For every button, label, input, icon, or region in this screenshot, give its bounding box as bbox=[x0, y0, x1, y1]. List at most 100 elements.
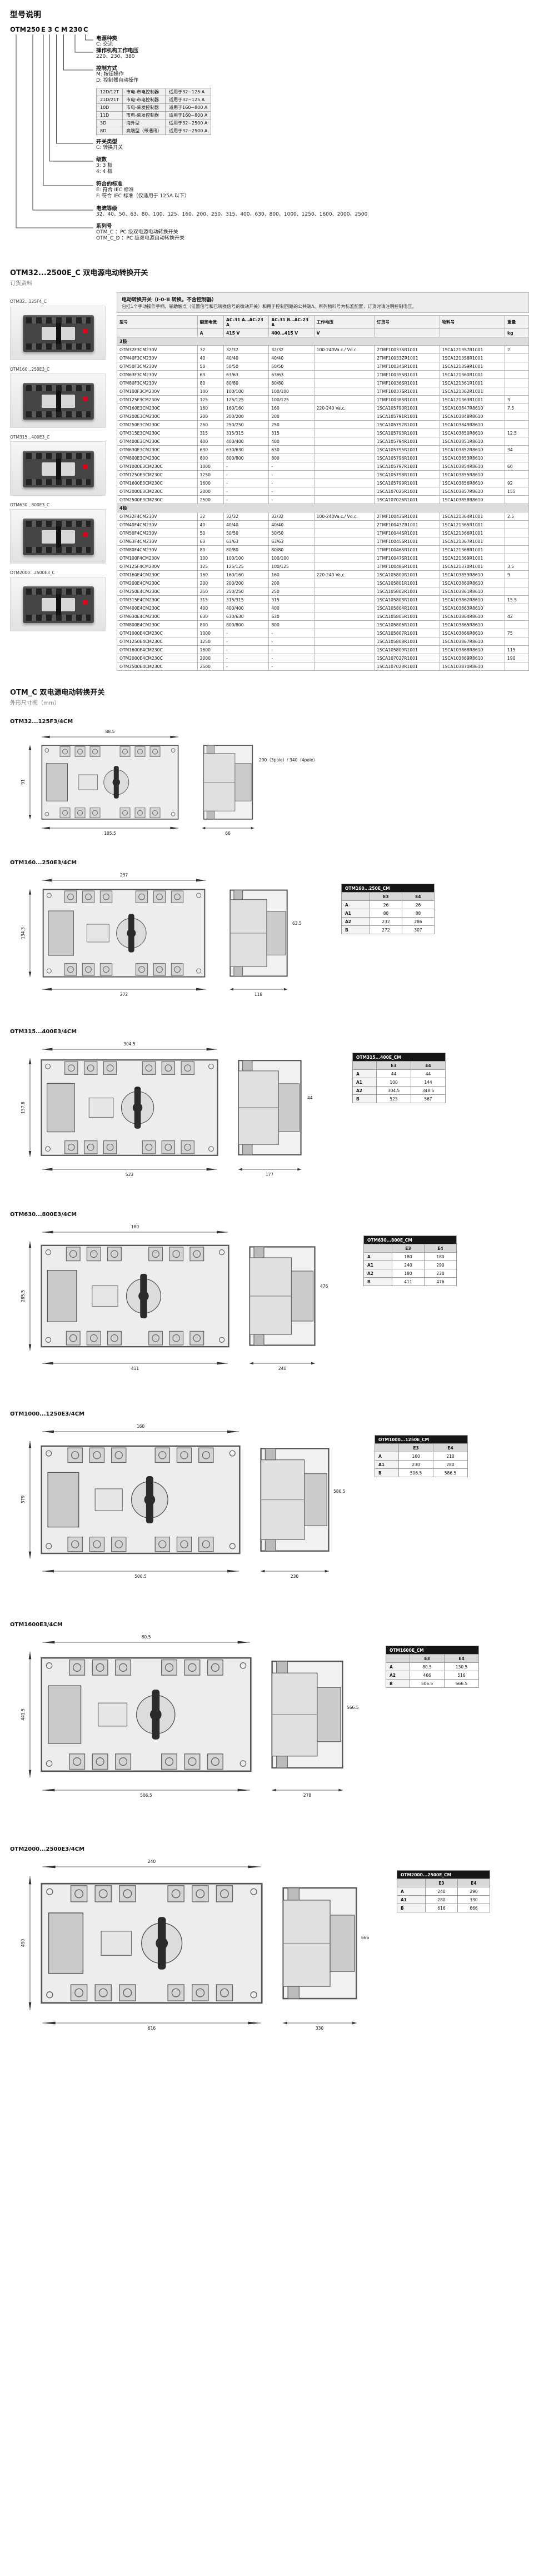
branch-value: F: 符合 IEC 标准（仅适用于 125A 以下） bbox=[96, 193, 189, 199]
photo-caption: OTM32...125F4_C bbox=[10, 299, 47, 304]
col-unit: V bbox=[313, 328, 375, 337]
col-rated-current: 额定电流 bbox=[197, 315, 224, 329]
dim-label: 285.5 bbox=[21, 1290, 26, 1302]
branch-value: C: 交流 bbox=[96, 42, 113, 47]
col-unit bbox=[117, 328, 198, 337]
dim-label: 134.3 bbox=[21, 927, 26, 939]
dim-label: 177 bbox=[266, 1172, 274, 1177]
drawing-heading: OTM315...400E3/4CM bbox=[10, 1029, 77, 1035]
branch-label: 开关类型 bbox=[96, 139, 118, 145]
branch-standard: 符合的标准 E: 符合 IEC 标准 F: 符合 IEC 标准（仅适用于 125… bbox=[96, 181, 518, 200]
drawing-heading: OTM1000...1250E3/4CM bbox=[10, 1411, 85, 1417]
dim-label: 240 bbox=[278, 1366, 287, 1371]
technical-drawing: 240 616 490 330 666 bbox=[21, 1859, 370, 2031]
branch-value: 3: 3 极 bbox=[96, 163, 113, 168]
dim-table-name: OTM160...250E_CM bbox=[341, 884, 435, 893]
dim-label: 240 bbox=[148, 1859, 156, 1864]
dim-table-name: OTM630...800E_CM bbox=[363, 1235, 457, 1244]
photo-caption: OTM160...250E3_C bbox=[10, 367, 50, 372]
dim-label: 63.5 bbox=[292, 921, 302, 926]
dim-label: 566.5 bbox=[347, 1705, 359, 1710]
dim-label: 66 bbox=[225, 831, 231, 836]
dim-label: 272 bbox=[120, 992, 128, 997]
code-part-type: C bbox=[54, 26, 59, 33]
dim-table-name: OTM2000...2500E_CM bbox=[397, 1870, 490, 1879]
product-photo bbox=[10, 441, 106, 496]
photo-caption: OTM630...800E3_C bbox=[10, 502, 50, 507]
drawing-heading: OTM1600E3/4CM bbox=[10, 1622, 63, 1628]
dim-label: 330 bbox=[316, 2026, 324, 2031]
technical-drawing: 180 411 285.5 240 476 bbox=[21, 1224, 328, 1371]
dim-label: 80.5 bbox=[142, 1635, 151, 1640]
branch-value: E: 符合 IEC 标准 bbox=[96, 187, 134, 193]
code-part-control: M bbox=[61, 26, 68, 33]
branch-current-rating: 电流等级 32、40、50、63、80、100、125、160、200、250、… bbox=[96, 206, 518, 218]
drawing-otm1600: OTM1600E3/4CM 80.5 506.5 441.5 278 566.5… bbox=[10, 1622, 529, 1834]
product-photo bbox=[10, 577, 106, 631]
technical-drawing: 80.5 506.5 441.5 278 566.5 bbox=[21, 1635, 359, 1798]
dim-label: 304.5 bbox=[123, 1042, 136, 1047]
branch-value: C: 转换开关 bbox=[96, 145, 123, 151]
dim-table-name: OTM1000...1250E_CM bbox=[375, 1435, 468, 1444]
dim-label: 506.5 bbox=[140, 1793, 152, 1798]
code-part-supply: C bbox=[83, 26, 88, 33]
branch-value: 4: 4 极 bbox=[96, 169, 113, 175]
technical-drawing: 160 506.5 379 230 586.5 bbox=[21, 1424, 346, 1579]
drawing-heading: OTM32...125F3/4CM bbox=[10, 719, 73, 725]
col-working-voltage: 工作电压 bbox=[313, 315, 375, 329]
dimensions-subtitle: 外形尺寸图（mm） bbox=[10, 700, 60, 706]
dim-label: 230 bbox=[291, 1574, 299, 1579]
dim-label: 411 bbox=[131, 1366, 139, 1371]
photo-caption: OTM315...400E3_C bbox=[10, 435, 50, 440]
technical-drawing: 237 272 134.3 118 63.5 bbox=[21, 873, 302, 997]
model-code-diagram: OTM 250 E 3 C M 230 C 电源种类 C: 交流 操作机构工作电… bbox=[10, 26, 529, 252]
col-unit: kg bbox=[505, 328, 529, 337]
model-section-title: 型号说明 bbox=[10, 11, 41, 19]
col-material-code: 物料号 bbox=[439, 315, 506, 329]
col-unit: 400…415 V bbox=[268, 328, 315, 337]
dim-table-name: OTM315...400E_CM bbox=[352, 1053, 446, 1062]
branch-series: 系列号 OTM_C ：PC 级双电源电动转换开关 OTM_C_D ：PC 级双电… bbox=[96, 223, 518, 242]
dim-label: 441.5 bbox=[21, 1708, 26, 1721]
col-unit bbox=[439, 328, 506, 337]
